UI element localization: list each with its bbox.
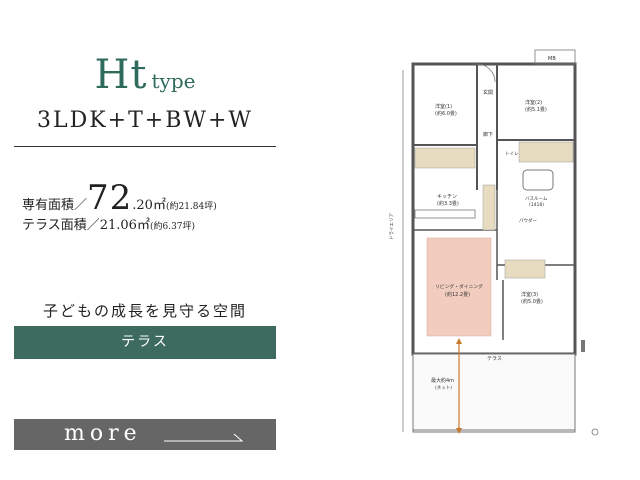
divider — [14, 146, 276, 147]
label-bathroom: バスルーム — [525, 196, 548, 202]
label-western2: 洋室(2) — [525, 99, 542, 106]
label-powder: パウダー — [519, 217, 537, 224]
floor-area-tsubo: (約21.84坪) — [165, 202, 217, 212]
floor-area-decimal: .20㎡ — [132, 198, 166, 213]
label-western3-size: (約5.0畳) — [521, 298, 543, 305]
kitchen-counter — [414, 209, 476, 219]
closet-2 — [518, 141, 574, 163]
label-entrance: 玄関 — [483, 89, 493, 96]
floor-area-label: 専有面積／ — [22, 198, 88, 213]
label-living: リビング・ダイニング — [435, 283, 483, 290]
terrace-button[interactable]: テラス — [14, 326, 276, 359]
catchcopy: 子どもの成長を見守る空間 — [42, 302, 247, 320]
label-hallway: 廊下 — [483, 131, 493, 138]
label-mb: MB — [548, 56, 556, 62]
floor-area-value: 72 — [87, 178, 133, 218]
label-toilet: トイレ — [505, 152, 519, 157]
more-button[interactable]: more — [14, 419, 276, 450]
living-room — [426, 237, 492, 337]
label-terrace: テラス — [487, 356, 502, 362]
label-living-size: (約12.2畳) — [445, 291, 470, 298]
label-western1-size: (約6.0畳) — [435, 110, 457, 117]
terrace-area-tsubo: (約6.37坪) — [149, 222, 196, 232]
mb-box — [534, 49, 576, 65]
floor-plan: 洋室(1) (約6.0畳) 洋室(2) (約5.1畳) 玄関 廊下 キッチン (… — [389, 49, 599, 436]
label-kitchen-size: (約3.3畳) — [437, 200, 459, 207]
closet-3 — [504, 259, 546, 279]
type-sub-label: type — [151, 69, 196, 93]
plan-name: 3LDK+T+BW+W — [36, 108, 254, 133]
type-main-label: Ht — [94, 52, 148, 98]
label-western3: 洋室(3) — [521, 291, 538, 298]
label-kitchen: キッチン — [437, 194, 457, 200]
label-western1: 洋室(1) — [435, 103, 452, 110]
label-max-depth: 最大約4m — [431, 377, 454, 384]
more-label: more — [64, 421, 142, 446]
closet-4 — [482, 184, 496, 231]
bathtub — [522, 169, 554, 191]
terrace-area — [412, 353, 576, 433]
label-bathroom-size: (1418) — [529, 202, 544, 208]
floor-area-row: 専有面積／72.20㎡(約21.84坪) — [22, 178, 217, 218]
label-max-depth-sub: (ネット) — [435, 385, 452, 391]
terrace-area-row: テラス面積／21.06㎡(約6.37坪) — [22, 214, 195, 233]
label-western2-size: (約5.1畳) — [525, 106, 547, 113]
terrace-area-label: テラス面積／21.06㎡ — [22, 218, 150, 233]
arrow-right-icon — [164, 433, 244, 442]
label-dry-area: ドライエリア — [389, 213, 395, 240]
closet-1 — [414, 147, 476, 169]
